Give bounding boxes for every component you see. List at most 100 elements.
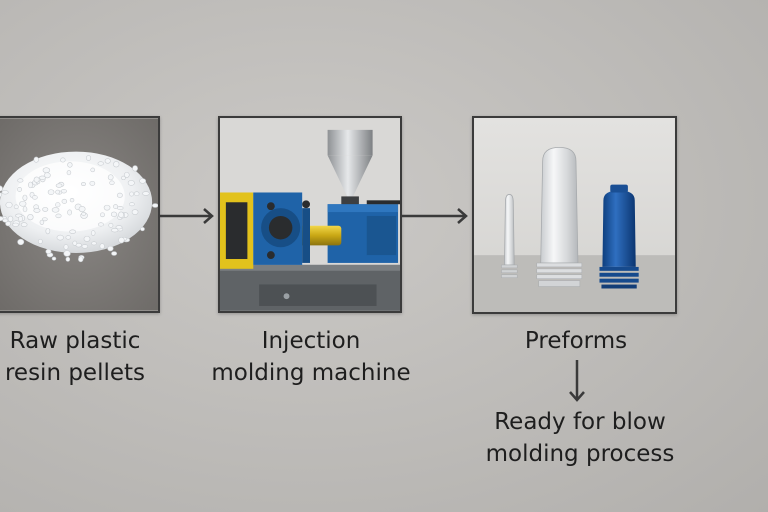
step-label-preforms: Preforms	[476, 325, 676, 357]
pellet	[18, 215, 23, 222]
pellet	[42, 167, 51, 174]
pellet	[123, 171, 130, 178]
pellet	[90, 230, 96, 236]
pellet	[103, 204, 111, 211]
pellet	[63, 244, 69, 250]
preforms-icon	[474, 118, 675, 312]
injection-molding-machine-icon	[220, 118, 400, 311]
pellet	[55, 213, 62, 219]
pellet	[28, 181, 33, 189]
next-step-label-blow-molding: Ready for blow molding process	[470, 406, 690, 470]
pellet	[7, 215, 14, 223]
pellet	[140, 226, 145, 232]
pellet	[33, 208, 41, 213]
pellet	[132, 165, 138, 172]
pellet	[5, 201, 13, 209]
pellet	[61, 198, 68, 204]
pellet	[33, 156, 39, 163]
pellet	[133, 191, 140, 197]
arrow-pellets-to-machine	[158, 208, 214, 224]
pellet	[91, 241, 97, 246]
pellet	[107, 174, 114, 181]
pellet	[22, 206, 28, 213]
pellet	[17, 178, 24, 183]
pellet	[60, 157, 66, 163]
label-line: Ready for blow	[494, 409, 666, 435]
pellet	[5, 221, 12, 227]
pellet	[151, 203, 158, 208]
pellet	[19, 200, 27, 207]
pellet	[27, 214, 34, 221]
label-line: Raw plastic	[9, 328, 141, 354]
pellet	[42, 207, 49, 212]
pellet	[118, 211, 124, 219]
pellet	[0, 185, 3, 192]
pellet	[128, 202, 135, 207]
pellet	[78, 256, 84, 263]
resin-pellets-icon	[0, 118, 158, 311]
pellet	[66, 170, 72, 176]
pellet	[108, 222, 114, 228]
pellet	[63, 250, 71, 257]
pellet	[17, 238, 25, 246]
pellet	[81, 211, 87, 216]
pellet	[69, 229, 77, 234]
pellet	[115, 225, 123, 230]
pellet	[13, 204, 19, 210]
pellet	[117, 206, 124, 211]
pellet	[20, 222, 28, 227]
pellet	[42, 217, 48, 222]
pellet	[83, 235, 91, 242]
pellet	[99, 243, 105, 250]
pellet	[90, 167, 96, 173]
pellet	[98, 222, 104, 227]
pellet	[118, 236, 125, 244]
pellet	[129, 191, 134, 197]
pellet	[65, 235, 71, 240]
pellet	[67, 162, 73, 168]
pellet	[0, 192, 2, 197]
pellet	[131, 209, 139, 215]
pellet	[65, 256, 71, 262]
pellet	[32, 195, 38, 200]
pellet	[69, 198, 75, 203]
label-line: resin pellets	[4, 360, 146, 386]
pellet	[51, 256, 57, 261]
pellet	[113, 204, 119, 209]
pellet	[45, 227, 51, 235]
pellet	[113, 161, 120, 168]
pellet	[139, 178, 147, 184]
pellet	[107, 245, 114, 252]
pellet	[38, 175, 46, 180]
pellet	[67, 209, 72, 216]
pellet	[100, 212, 105, 218]
pellet	[51, 207, 60, 213]
step-label-injection-machine: Injection molding machine	[200, 325, 422, 389]
arrow-machine-to-preforms	[402, 208, 468, 224]
pellet	[121, 175, 126, 181]
pellet	[72, 240, 78, 246]
pellet	[55, 202, 61, 208]
pellet	[89, 180, 96, 186]
step-label-raw-pellets: Raw plastic resin pellets	[0, 325, 150, 389]
pellet	[38, 238, 43, 244]
pellet	[111, 251, 118, 256]
label-line: molding machine	[211, 360, 411, 386]
label-line: Preforms	[524, 328, 628, 354]
resin-pellets-image	[0, 116, 160, 313]
preforms-image	[472, 116, 677, 314]
pellet	[2, 218, 9, 223]
injection-molding-machine-image	[218, 116, 402, 313]
pellet	[116, 192, 123, 198]
pellet	[78, 206, 86, 213]
pellet	[110, 211, 118, 217]
pellet	[142, 191, 150, 196]
pellet	[86, 155, 92, 161]
pellet	[17, 186, 22, 192]
label-line: molding process	[485, 441, 675, 467]
pellet	[0, 216, 4, 222]
pellet	[22, 194, 28, 201]
pellet	[109, 180, 115, 186]
pellet	[12, 222, 20, 227]
pellet	[39, 219, 45, 225]
